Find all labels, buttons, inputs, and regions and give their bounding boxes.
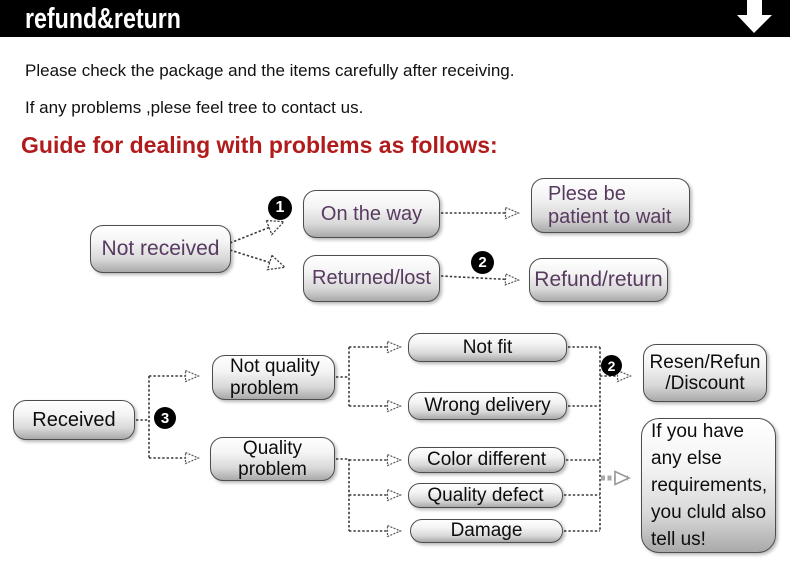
node-damage: Damage xyxy=(410,519,563,543)
node-received: Received xyxy=(13,400,135,440)
node-quality-problem: Quality problem xyxy=(210,437,335,481)
node-patient-wait: Plese be patient to wait xyxy=(531,178,690,233)
badge-step-2-flow2-number: 2 xyxy=(607,357,616,374)
node-not-quality-problem-label: Not quality problem xyxy=(230,356,320,399)
node-resen-refun-discount: Resen/Refun /Discount xyxy=(643,344,767,402)
node-received-label: Received xyxy=(32,408,116,431)
node-else-requirements-label: If you have any else requirements, you c… xyxy=(651,421,768,550)
node-color-different-label: Color different xyxy=(427,449,546,471)
badge-step-2-number: 2 xyxy=(478,254,487,271)
guide-heading: Guide for dealing with problems as follo… xyxy=(21,132,498,158)
node-refund-return-label: Refund/return xyxy=(534,268,663,292)
node-on-the-way: On the way xyxy=(303,190,440,238)
node-damage-label: Damage xyxy=(450,520,523,542)
node-not-fit: Not fit xyxy=(408,333,567,362)
node-quality-defect: Quality defect xyxy=(408,483,563,508)
intro-line-2: If any problems ,plese feel tree to cont… xyxy=(25,98,364,117)
node-quality-problem-label: Quality problem xyxy=(238,437,307,480)
node-wrong-delivery: Wrong delivery xyxy=(408,392,567,420)
node-else-requirements: If you have any else requirements, you c… xyxy=(641,418,776,553)
node-not-received: Not received xyxy=(90,225,231,273)
node-not-quality-problem: Not quality problem xyxy=(212,355,335,400)
down-arrow-icon xyxy=(737,0,772,33)
node-on-the-way-label: On the way xyxy=(320,202,423,225)
node-not-fit-label: Not fit xyxy=(462,336,513,358)
node-wrong-delivery-label: Wrong delivery xyxy=(424,395,551,417)
badge-step-2-flow1: 2 xyxy=(471,251,494,274)
node-quality-defect-label: Quality defect xyxy=(427,484,544,506)
node-returned-lost-label: Returned/lost xyxy=(312,267,431,290)
badge-step-1: 1 xyxy=(268,196,292,220)
node-color-different: Color different xyxy=(408,447,565,473)
banner-title: refund&return xyxy=(25,3,181,35)
node-patient-wait-label: Plese be patient to wait xyxy=(548,183,672,228)
badge-step-3-number: 3 xyxy=(160,409,170,427)
badge-step-1-number: 1 xyxy=(275,199,285,216)
node-not-received-label: Not received xyxy=(101,237,220,261)
intro-line-1: Please check the package and the items c… xyxy=(25,61,515,80)
badge-step-3: 3 xyxy=(154,407,176,429)
node-returned-lost: Returned/lost xyxy=(303,255,440,302)
badge-step-2-flow2: 2 xyxy=(601,355,622,376)
node-refund-return: Refund/return xyxy=(529,258,668,302)
banner: refund&return xyxy=(0,0,790,37)
node-resen-refun-discount-label: Resen/Refun /Discount xyxy=(649,351,761,394)
